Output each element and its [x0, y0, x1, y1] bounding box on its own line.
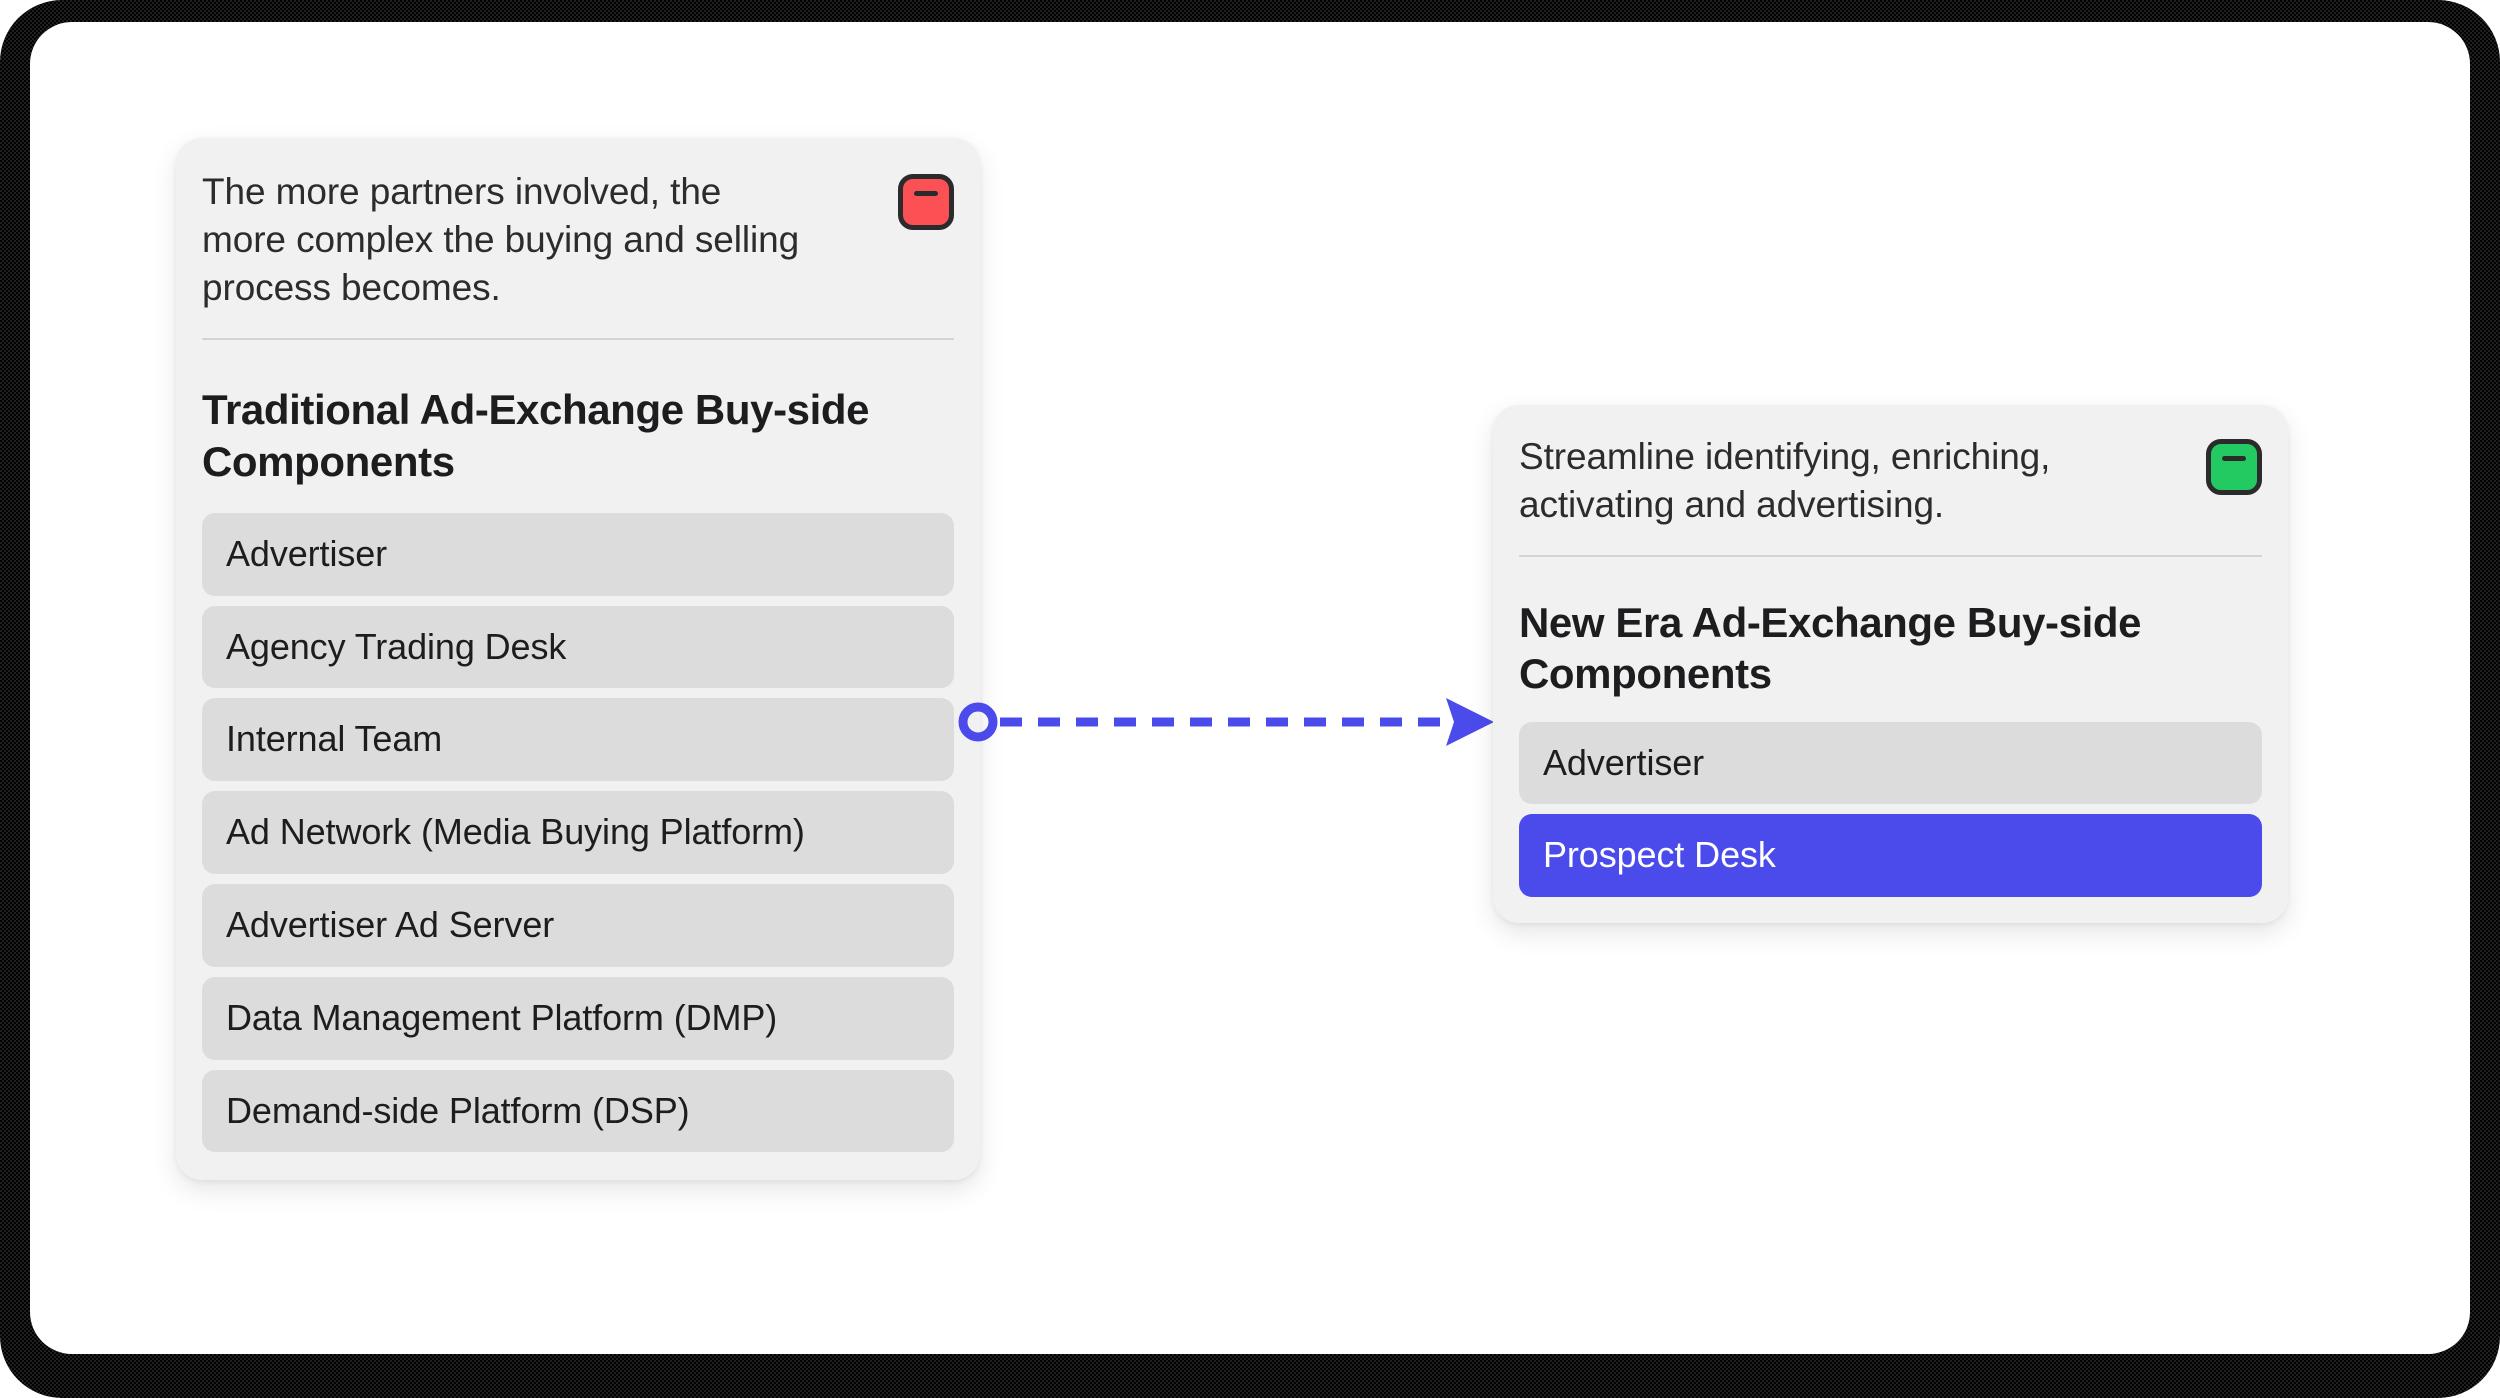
minus-glyph [914, 191, 938, 196]
list-item[interactable]: Advertiser [1519, 721, 2262, 805]
card-traditional-ad-exchange[interactable]: The more partners involved, the more com… [176, 138, 980, 1181]
list-item-highlighted[interactable]: Prospect Desk [1519, 814, 2262, 898]
list-item[interactable]: Demand-side Platform (DSP) [202, 1069, 954, 1153]
card-title: New Era Ad-Exchange Buy-side Components [1519, 599, 2142, 698]
connector-arrowhead-icon [1446, 698, 1494, 746]
card-divider [202, 338, 954, 341]
minus-glyph [2222, 456, 2246, 461]
minus-square-icon[interactable] [898, 174, 954, 230]
minus-square-icon[interactable] [2206, 439, 2262, 495]
card-caption: The more partners involved, the more com… [202, 171, 800, 309]
list-item[interactable]: Internal Team [202, 698, 954, 782]
connector-start-circle-icon [958, 702, 998, 742]
card-divider [1519, 555, 2262, 558]
component-list-new-era: Advertiser Prospect Desk [1519, 721, 2262, 898]
screen-surface: The more partners involved, the more com… [30, 22, 2470, 1354]
list-item[interactable]: Ad Network (Media Buying Platform) [202, 791, 954, 874]
card-header: The more partners involved, the more com… [202, 168, 954, 312]
diagram-canvas: The more partners involved, the more com… [30, 22, 2470, 1354]
card-title: Traditional Ad-Exchange Buy-side Compone… [202, 386, 870, 485]
connector-arrow [958, 698, 1494, 746]
list-item[interactable]: Data Management Platform (DMP) [202, 976, 954, 1060]
card-header: Streamline identifying, enriching, activ… [1519, 433, 2262, 529]
list-item[interactable]: Advertiser Ad Server [202, 883, 954, 967]
card-new-era-ad-exchange[interactable]: Streamline identifying, enriching, activ… [1493, 405, 2288, 924]
list-item[interactable]: Advertiser [202, 512, 954, 596]
list-item[interactable]: Agency Trading Desk [202, 605, 954, 689]
card-caption: Streamline identifying, enriching, activ… [1519, 436, 2051, 526]
component-list-traditional: Advertiser Agency Trading Desk Internal … [202, 512, 954, 1153]
